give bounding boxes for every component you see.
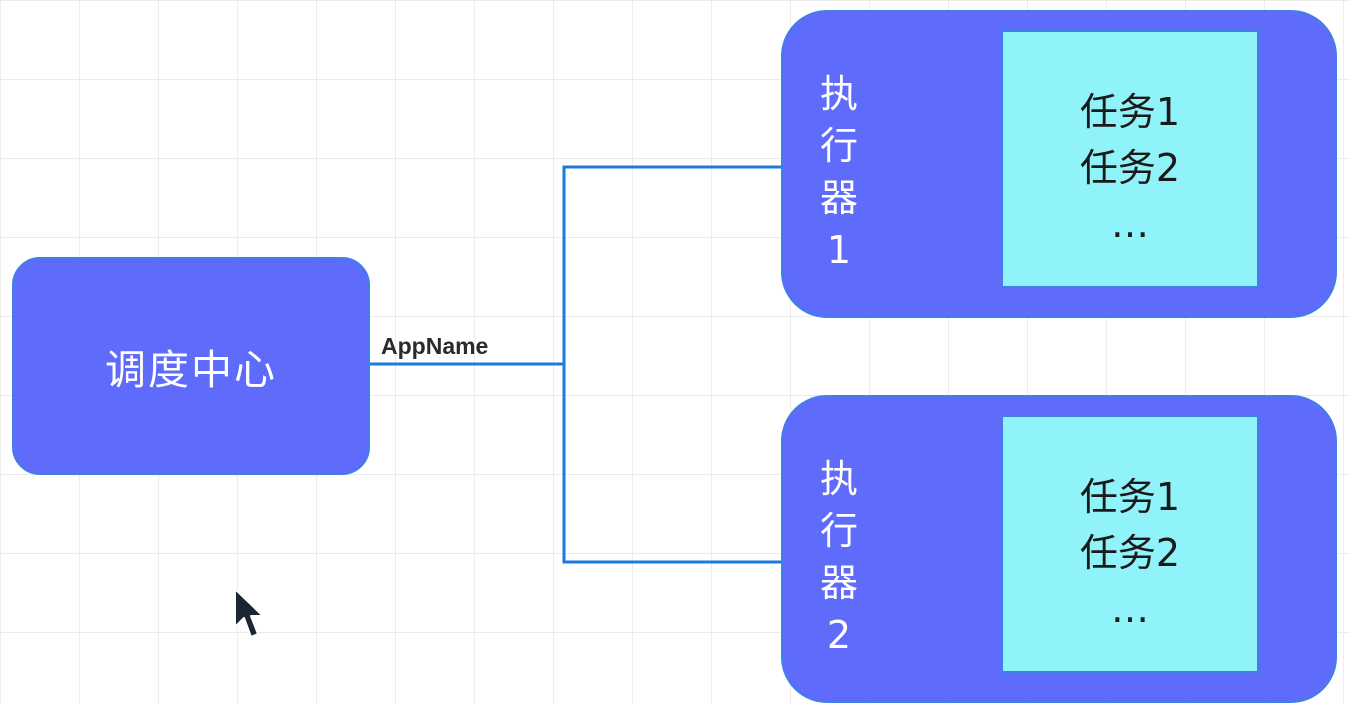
executor-node-1[interactable]: 执 行 器 1 任务1 任务2 … bbox=[781, 10, 1337, 318]
scheduler-center-node[interactable]: 调度中心 bbox=[12, 257, 370, 475]
task-list-box[interactable]: 任务1 任务2 … bbox=[1001, 415, 1259, 673]
connector-center-to-executor-1 bbox=[348, 165, 781, 366]
mouse-pointer-icon bbox=[234, 588, 264, 638]
task-item: 任务2 bbox=[1079, 531, 1181, 575]
task-item: 任务2 bbox=[1079, 146, 1181, 190]
edge-label-appname: AppName bbox=[381, 333, 489, 359]
task-item: 任务1 bbox=[1079, 475, 1181, 519]
executor-label: 执 行 器 1 bbox=[819, 72, 858, 272]
scheduler-center-label: 调度中心 bbox=[105, 346, 277, 394]
task-item-ellipsis: … bbox=[1111, 587, 1149, 631]
executor-label: 执 行 器 2 bbox=[819, 457, 858, 657]
task-item-ellipsis: … bbox=[1111, 202, 1149, 246]
task-item: 任务1 bbox=[1079, 90, 1181, 134]
connector-center-to-executor-2 bbox=[562, 364, 781, 564]
executor-node-2[interactable]: 执 行 器 2 任务1 任务2 … bbox=[781, 395, 1337, 703]
task-list-box[interactable]: 任务1 任务2 … bbox=[1001, 30, 1259, 288]
